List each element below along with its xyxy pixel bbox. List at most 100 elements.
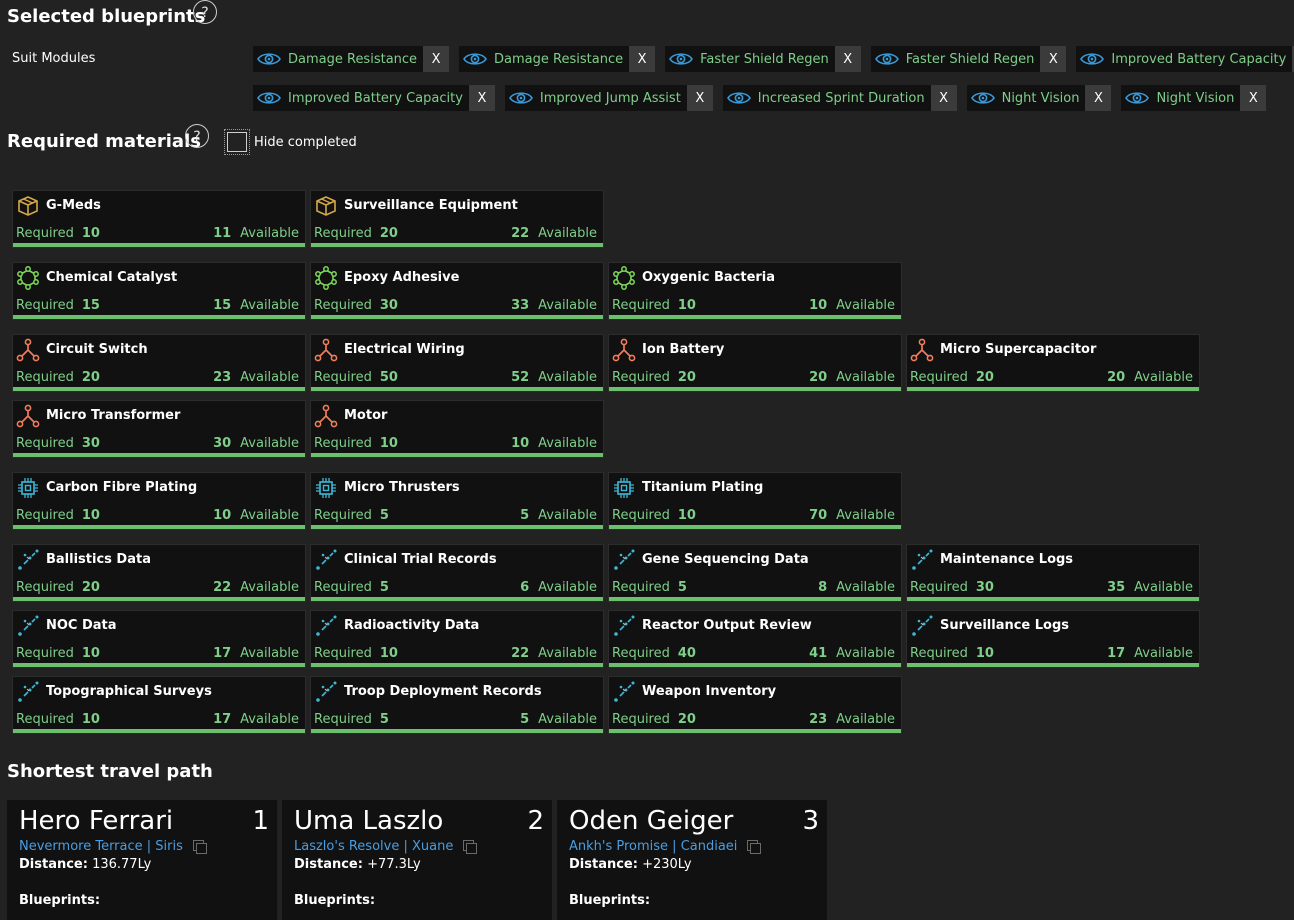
progress-bar xyxy=(13,387,305,391)
available-label: Available xyxy=(538,298,597,313)
copy-icon[interactable] xyxy=(192,840,207,854)
eye-icon[interactable] xyxy=(1080,51,1111,67)
blueprint-chip-body[interactable]: Improved Jump Assist xyxy=(504,85,687,111)
blueprint-chip-body[interactable]: Improved Battery Capacity xyxy=(1076,46,1293,72)
eye-icon[interactable] xyxy=(874,51,906,67)
distance-value: 136.77Ly xyxy=(92,857,152,872)
hide-completed-label[interactable]: Hide completed xyxy=(254,135,357,150)
eye-icon[interactable] xyxy=(257,51,288,67)
stop-location-link[interactable]: Nevermore Terrace | Siris xyxy=(19,839,183,854)
blueprint-chip-body[interactable]: Improved Battery Capacity xyxy=(253,85,469,111)
copy-icon[interactable] xyxy=(463,840,478,854)
required-value: 10 xyxy=(81,712,100,727)
data-icon xyxy=(910,614,934,638)
eye-icon[interactable] xyxy=(1125,90,1156,106)
blueprint-chip-body[interactable]: Increased Sprint Duration xyxy=(722,85,931,111)
data-icon xyxy=(314,680,338,704)
data-icon xyxy=(314,548,338,572)
required-value: 5 xyxy=(379,712,389,727)
eye-icon[interactable] xyxy=(508,90,540,106)
blueprint-chip-body[interactable]: Night Vision xyxy=(1121,85,1241,111)
remove-blueprint-button[interactable]: X xyxy=(468,85,495,111)
available-label: Available xyxy=(836,580,895,595)
available-label: Available xyxy=(240,580,299,595)
required-label: Required xyxy=(910,370,968,385)
chip-icon xyxy=(16,476,40,500)
stop-location-link[interactable]: Ankh's Promise | Candiaei xyxy=(569,839,738,854)
box-icon xyxy=(16,194,40,218)
copy-icon[interactable] xyxy=(747,840,762,854)
chip-icon xyxy=(612,476,636,500)
blueprint-chip-body[interactable]: Damage Resistance xyxy=(253,46,424,72)
eye-icon[interactable] xyxy=(970,90,1002,106)
eye-icon[interactable] xyxy=(726,90,758,106)
blueprint-chip-label: Night Vision xyxy=(1001,90,1080,106)
blueprint-chip-body[interactable]: Night Vision xyxy=(966,85,1086,111)
available-label: Available xyxy=(538,508,597,523)
remove-blueprint-button[interactable]: X xyxy=(834,46,861,72)
remove-blueprint-button[interactable]: X xyxy=(1292,46,1294,72)
required-label: Required xyxy=(314,580,372,595)
eye-icon[interactable] xyxy=(463,51,494,67)
hide-completed-checkbox[interactable] xyxy=(224,129,250,155)
required-label: Required xyxy=(314,712,372,727)
blueprint-chip-body[interactable]: Damage Resistance xyxy=(459,46,630,72)
remove-blueprint-button[interactable]: X xyxy=(1040,46,1067,72)
blueprint-chip-body[interactable]: Faster Shield Regen xyxy=(665,46,835,72)
remove-blueprint-button[interactable]: X xyxy=(1085,85,1112,111)
remove-blueprint-button[interactable]: X xyxy=(1240,85,1267,111)
required-label: Required xyxy=(612,508,670,523)
stop-location-link[interactable]: Laszlo's Resolve | Xuane xyxy=(294,839,454,854)
selected-help-icon[interactable]: ? xyxy=(193,0,217,24)
required-label: Required xyxy=(314,508,372,523)
stop-name: Hero Ferrari xyxy=(19,806,174,836)
remove-blueprint-button[interactable]: X xyxy=(629,46,656,72)
remove-blueprint-button[interactable]: X xyxy=(686,85,713,111)
material-name: Ion Battery xyxy=(642,342,725,357)
remove-blueprint-button[interactable]: X xyxy=(930,85,957,111)
eye-icon[interactable] xyxy=(669,51,700,67)
progress-bar xyxy=(13,597,305,601)
blueprint-chip-body[interactable]: Faster Shield Regen xyxy=(870,46,1041,72)
available-label: Available xyxy=(836,712,895,727)
distance-label: Distance: xyxy=(569,857,638,872)
materials-help-icon[interactable]: ? xyxy=(185,124,209,148)
molecule-icon xyxy=(16,266,40,290)
travel-path-title: Shortest travel path xyxy=(7,761,213,782)
remove-blueprint-button[interactable]: X xyxy=(423,46,450,72)
available-value: 5 xyxy=(520,508,530,523)
eye-icon[interactable] xyxy=(257,90,288,106)
